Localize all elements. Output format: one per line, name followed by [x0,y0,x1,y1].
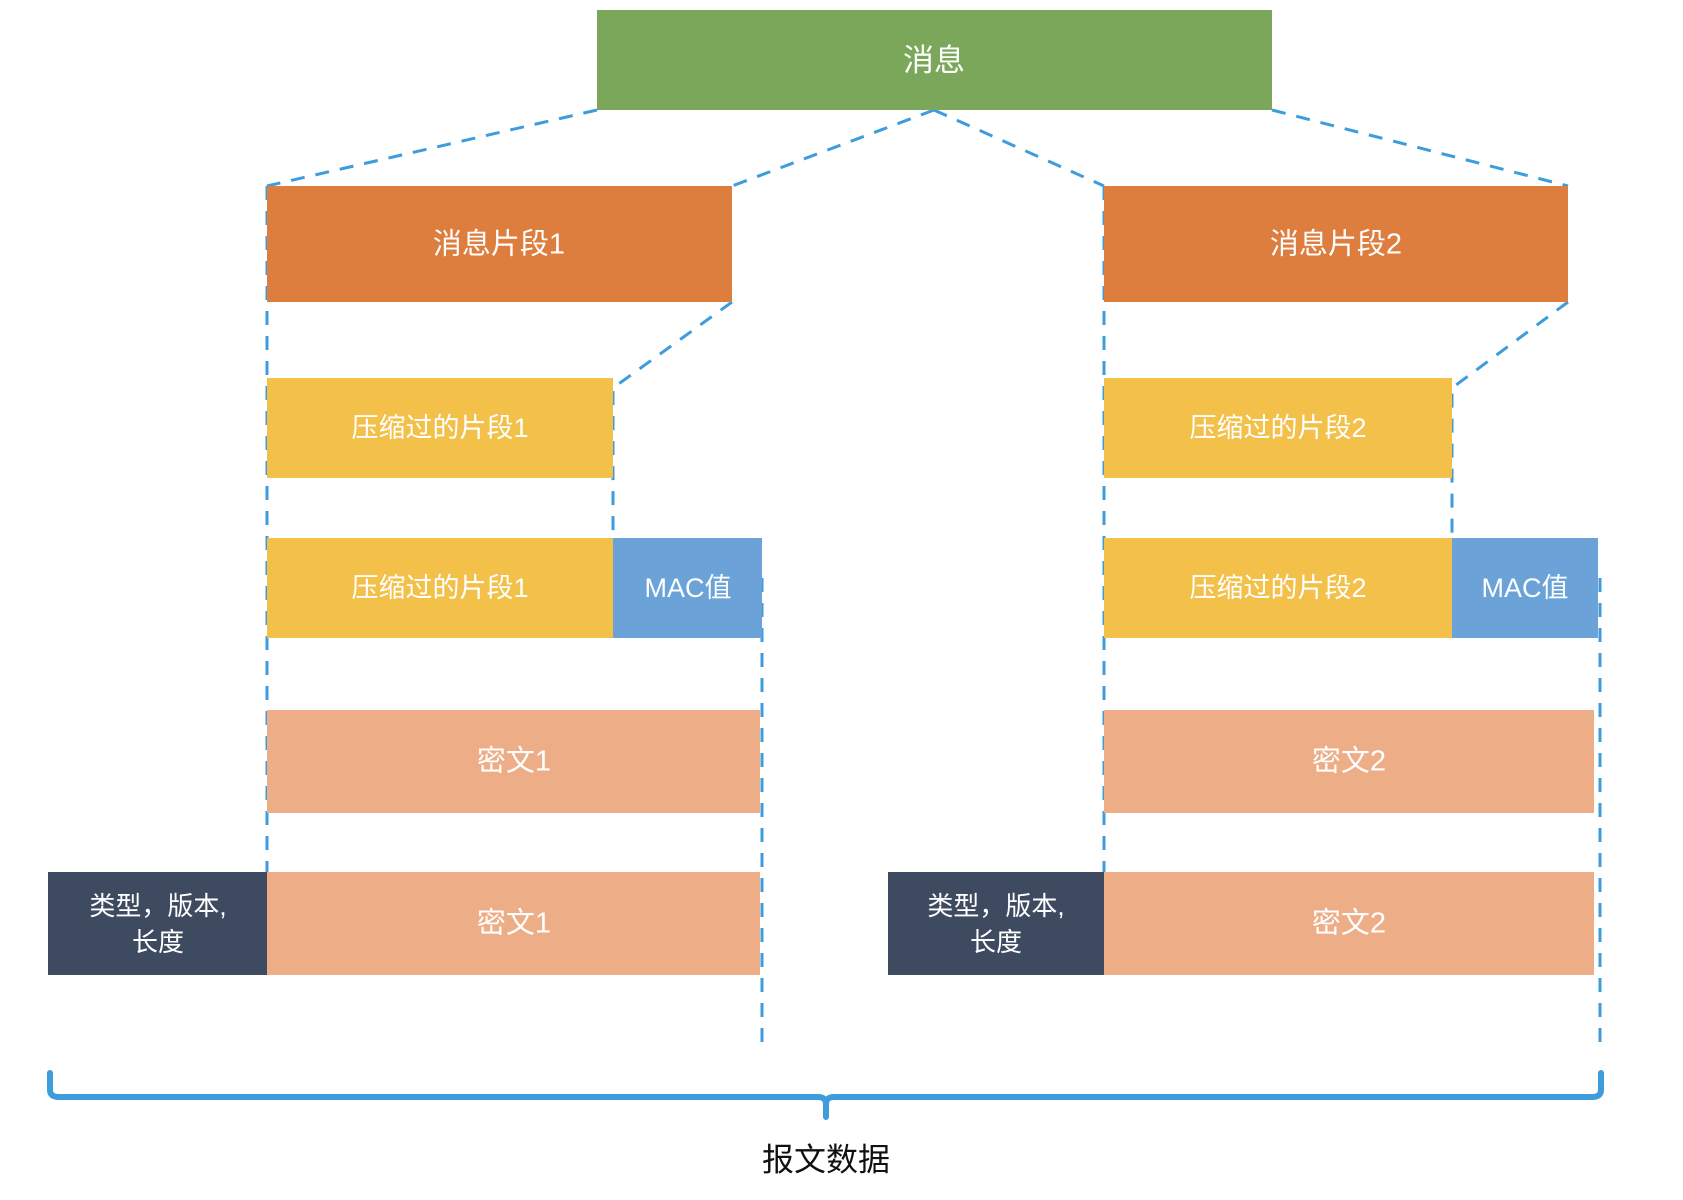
fragment1-ciphertext-rect [267,710,760,813]
fragment1-record-ciphertext-label: 密文1 [477,907,551,940]
fragment2-compressed-with-mac[interactable]: 压缩过的片段2 MAC值 [1104,538,1598,638]
guide-group-right [1102,186,1602,1050]
fragment1-message-fragment-label: 消息片段1 [433,228,565,261]
fragment2-message-fragment-label: 消息片段2 [1270,228,1402,261]
fragment2-ciphertext[interactable]: 密文2 [1104,710,1594,813]
fragment2-compressed-part-rect [1104,538,1452,638]
fragment1-ciphertext[interactable]: 密文1 [267,710,760,813]
fragment1-record-ciphertext-rect [267,872,760,975]
fragment1-compressed-fragment[interactable]: 压缩过的片段1 [267,378,613,478]
fragment1-message-fragment[interactable]: 消息片段1 [267,186,732,302]
fragment2-compressed-fragment-label: 压缩过的片段2 [1189,413,1366,443]
guide-left-fragment-to-compressed [611,300,733,578]
fragment1-record[interactable]: 类型，版本, 长度 密文1 [48,872,760,975]
fragment2-record-header-label-line2: 长度 [970,927,1022,957]
fragment2-ciphertext-rect [1104,710,1594,813]
fragment1-compressed-fragment-rect [267,378,613,478]
guide-group-left [265,186,764,1050]
fragment2-message-fragment[interactable]: 消息片段2 [1104,186,1568,302]
fragment1-compressed-with-mac[interactable]: 压缩过的片段1 MAC值 [267,538,762,638]
connector-message-to-fragment1-right [731,108,935,188]
record-data-brace-path [47,1070,1604,1120]
diagram-caption: 报文数据 [762,1141,890,1177]
connector-group [266,108,1569,188]
fragment2-record-ciphertext-rect [1104,872,1594,975]
fragment1-ciphertext-label: 密文1 [477,745,551,778]
message-box-label: 消息 [903,43,965,78]
fragment1-record-header-rect [48,872,268,975]
guide-right-fragment-to-compressed [1450,300,1569,578]
connector-message-to-fragment1 [266,108,598,188]
connector-message-to-fragment2-right [1271,108,1569,188]
fragment2-record-ciphertext-label: 密文2 [1312,907,1386,940]
fragment1-mac-rect [613,538,762,638]
fragment1-compressed-part-rect [267,538,613,638]
message-box[interactable]: 消息 [597,10,1272,110]
fragment2-compressed-fragment-rect [1104,378,1452,478]
fragment2-mac-label: MAC值 [1482,573,1569,603]
fragment2-record[interactable]: 类型，版本, 长度 密文2 [888,872,1594,975]
fragment2-record-header-rect [888,872,1105,975]
fragment1-mac-label: MAC值 [645,573,732,603]
message-box-rect [597,10,1272,110]
fragment2-compressed-fragment[interactable]: 压缩过的片段2 [1104,378,1452,478]
fragment2-record-header-label-line1: 类型，版本, [927,891,1064,921]
fragment1-compressed-fragment-label: 压缩过的片段1 [351,413,528,443]
record-data-brace [47,1070,1604,1120]
fragment1-compressed-part-label: 压缩过的片段1 [351,573,528,603]
fragment2-ciphertext-label: 密文2 [1312,745,1386,778]
fragment2-compressed-part-label: 压缩过的片段2 [1189,573,1366,603]
fragment2-mac-rect [1452,538,1598,638]
fragment1-record-header-label-line2: 长度 [132,927,184,957]
fragment1-message-fragment-rect [267,186,732,302]
connector-message-to-fragment2-left [933,108,1105,188]
fragment2-message-fragment-rect [1104,186,1568,302]
fragment1-record-header-label-line1: 类型，版本, [89,891,226,921]
